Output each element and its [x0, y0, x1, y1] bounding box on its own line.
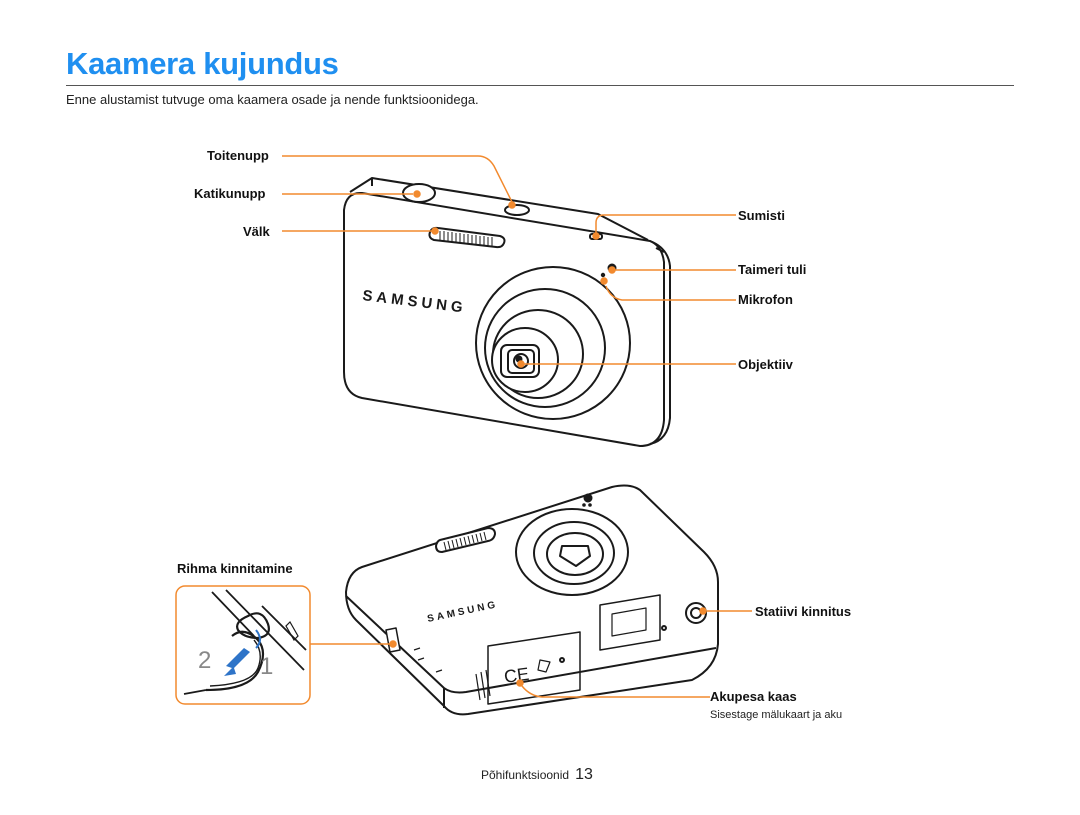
label-timer-lamp: Taimeri tuli	[738, 262, 807, 277]
page-title: Kaamera kujundus	[66, 46, 339, 81]
label-shutter-button: Katikunupp	[194, 186, 266, 201]
strap-inset-illustration: 2 1	[175, 585, 311, 705]
label-battery-cover-note: Sisestage mälukaart ja aku	[710, 709, 843, 721]
intro-text: Enne alustamist tutvuge oma kaamera osad…	[66, 92, 479, 107]
label-tripod: Statiivi kinnitus	[755, 604, 852, 619]
label-microphone: Mikrofon	[738, 292, 793, 307]
front-callout-lines	[282, 155, 736, 368]
bottom-callout-lines	[300, 607, 752, 698]
footer-section: Põhifunktsioonid	[481, 768, 570, 782]
label-battery-cover: Akupesa kaas	[710, 689, 797, 704]
page-footer: Põhifunktsioonid 13	[481, 766, 593, 784]
title-divider	[66, 85, 1014, 86]
bottom-camera-illustration	[345, 484, 719, 716]
label-af-assist: Sumisti	[738, 208, 785, 223]
front-camera-illustration	[343, 177, 671, 447]
label-flash: Välk	[243, 224, 270, 239]
label-power-button: Toitenupp	[207, 148, 269, 163]
ce-mark: CE	[503, 664, 531, 687]
page-number: 13	[575, 766, 593, 783]
label-lens: Objektiiv	[738, 357, 793, 372]
arrow-icon	[224, 648, 250, 676]
strap-step-1: 1	[260, 653, 273, 680]
label-strap: Rihma kinnitamine	[177, 561, 293, 576]
strap-step-2: 2	[198, 647, 211, 674]
